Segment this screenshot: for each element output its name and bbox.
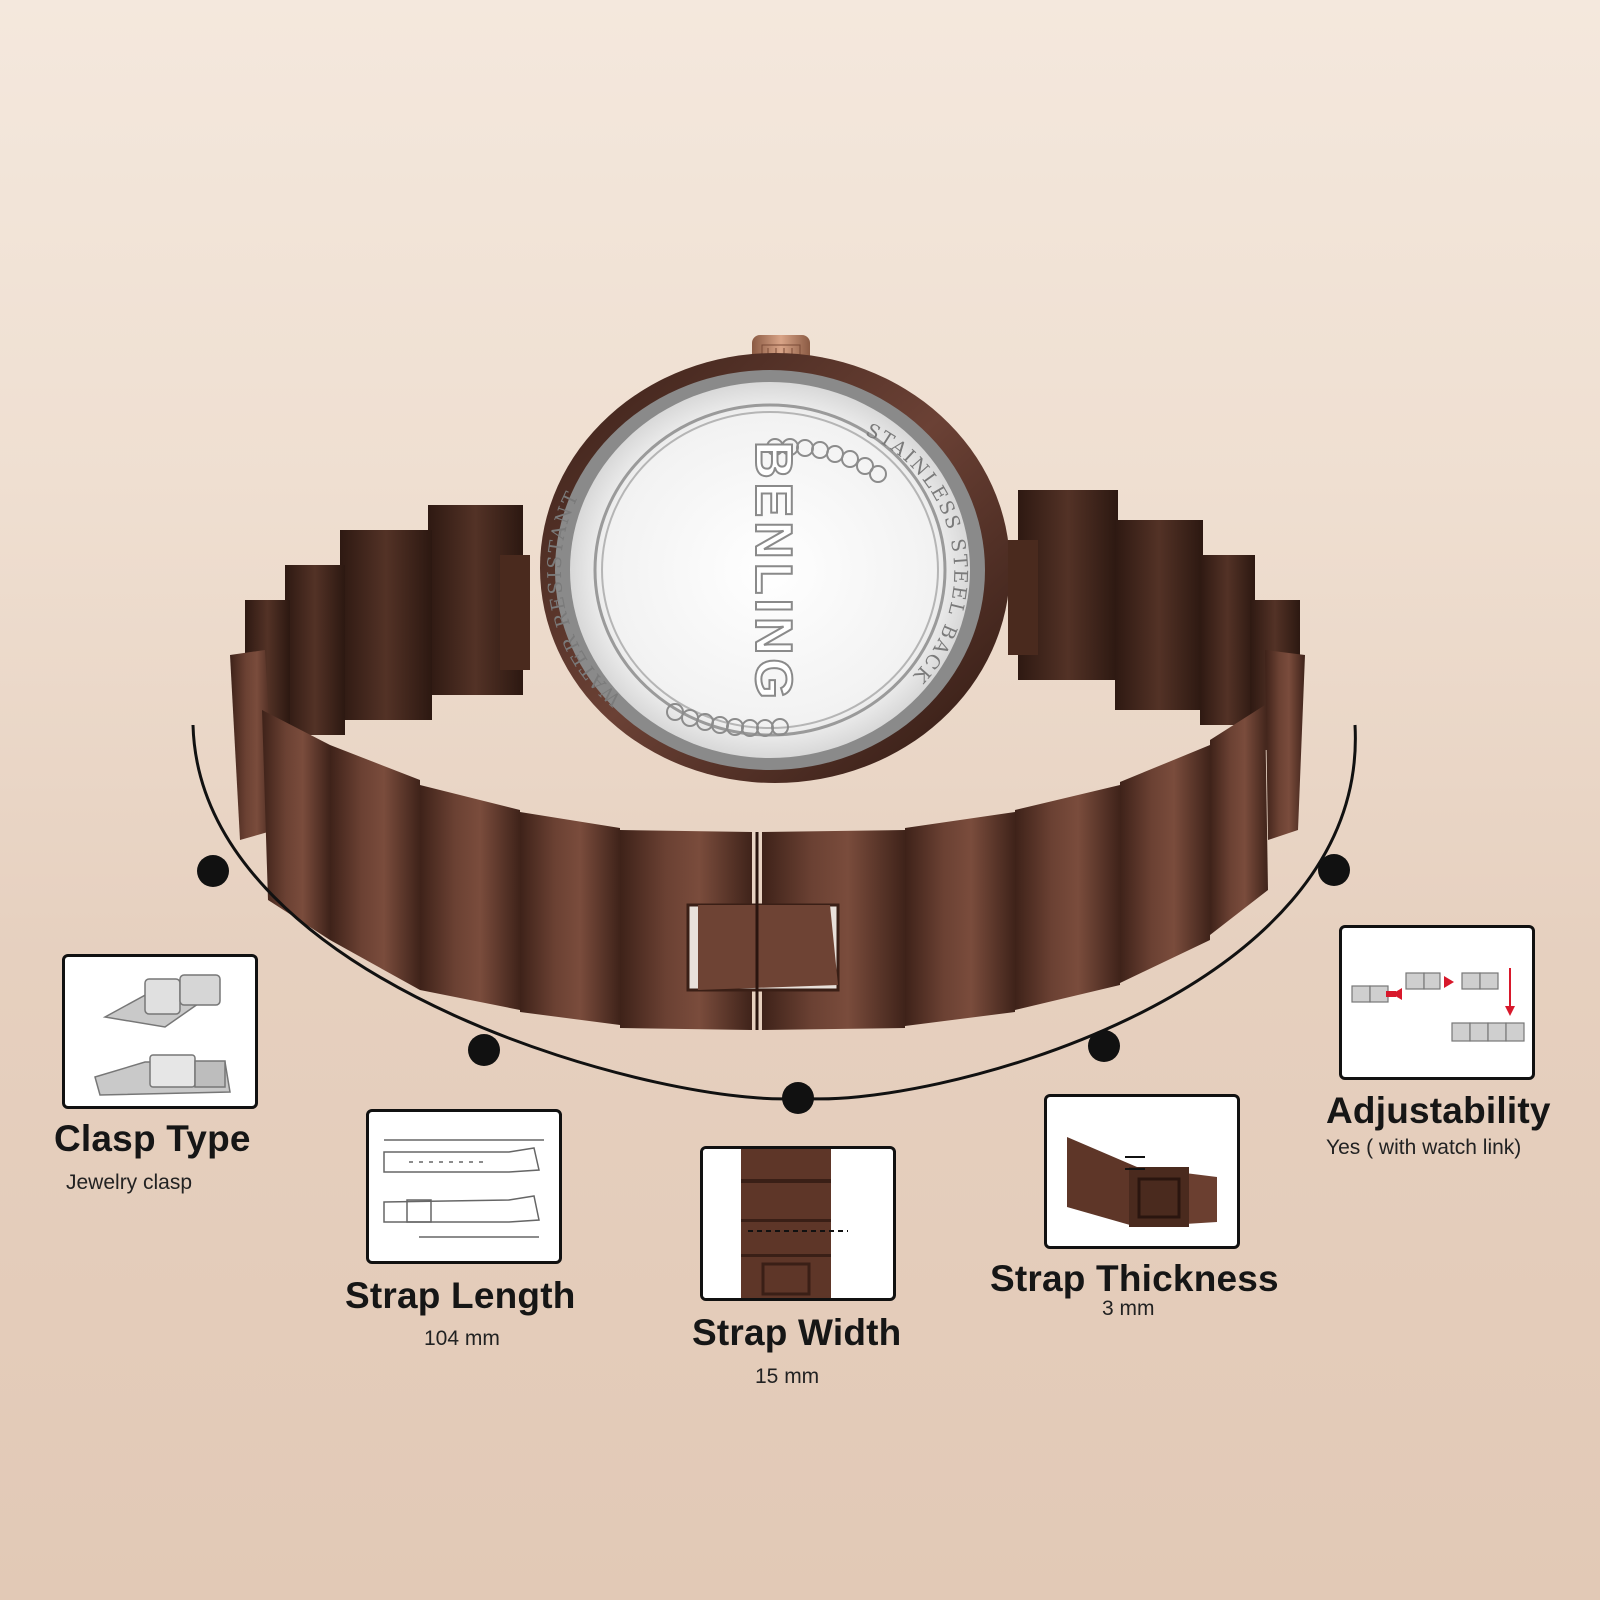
strap-thickness-icon — [1044, 1094, 1240, 1249]
clasp-type-value: Jewelry clasp — [66, 1171, 193, 1194]
strap-back-left — [245, 505, 523, 750]
strap-thickness-value: 3 mm — [1102, 1297, 1155, 1320]
arc-marker — [782, 1082, 814, 1114]
arc-marker — [197, 855, 229, 887]
link-removal-icon — [1339, 925, 1535, 1080]
clasp-icon — [62, 954, 258, 1109]
strap-length-title: Strap Length — [345, 1275, 576, 1316]
adjustability-value: Yes ( with watch link) — [1326, 1136, 1522, 1159]
strap-length-diagram-icon — [366, 1109, 562, 1264]
clasp-type-title: Clasp Type — [54, 1118, 251, 1159]
brand-engraving: BENLING — [744, 441, 802, 703]
strap-front — [230, 650, 1305, 1030]
strap-width-icon — [700, 1146, 896, 1301]
strap-width-title: Strap Width — [692, 1312, 902, 1353]
strap-width-value: 15 mm — [755, 1365, 820, 1388]
strap-length-value: 104 mm — [424, 1327, 500, 1350]
adjustability-title: Adjustability — [1326, 1090, 1551, 1131]
arc-marker — [468, 1034, 500, 1066]
caseback-decoration — [666, 438, 887, 737]
strap-thickness-title: Strap Thickness — [990, 1258, 1279, 1299]
arc-marker — [1318, 854, 1350, 886]
arc-marker — [1088, 1030, 1120, 1062]
